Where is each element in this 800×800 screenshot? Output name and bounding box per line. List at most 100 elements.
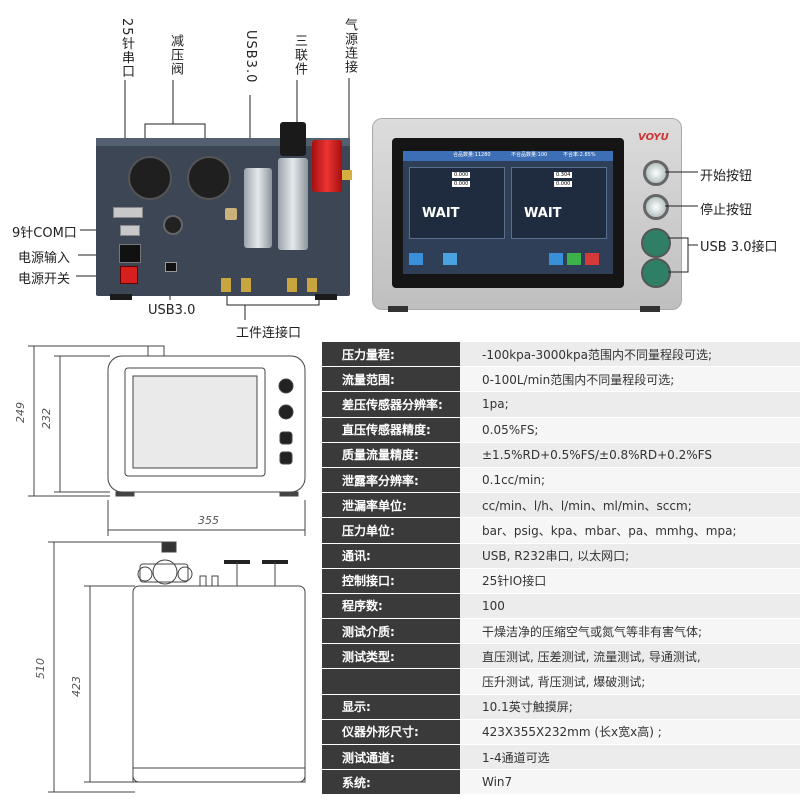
- spec-value: 10.1英寸触摸屏;: [460, 694, 800, 720]
- spec-value: 100: [460, 593, 800, 620]
- label-com9: 9针COM口: [12, 226, 77, 241]
- work-port-4: [307, 278, 317, 292]
- usb-cap-2[interactable]: [641, 258, 671, 288]
- foot-right: [315, 294, 337, 300]
- spec-row: 测试介质:干燥洁净的压缩空气或氮气等非有害气体;: [322, 618, 800, 645]
- spec-table: 压力量程:-100kpa-3000kpa范围内不同量程段可选;流量范围:0-10…: [322, 342, 800, 796]
- spec-key: 直压传感器精度:: [322, 417, 460, 443]
- label-stop-btn: 停止按钮: [700, 203, 753, 218]
- spec-value: USB, R232串口, 以太网口;: [460, 543, 800, 569]
- air-inlet-fitting: [342, 170, 352, 180]
- touch-screen: 合品数量:11280 不合品数量:100 不合率:2.85% 0.000 0.0…: [403, 151, 613, 274]
- spec-value: 压升测试, 背压测试, 爆破测试;: [460, 668, 800, 695]
- spec-key: 测试通道:: [322, 744, 460, 771]
- spec-row: 通讯:USB, R232串口, 以太网口;: [322, 543, 800, 569]
- label-work-ports: 工件连接口: [236, 326, 302, 341]
- start-button[interactable]: [643, 160, 669, 186]
- val3: 0.304: [554, 172, 573, 178]
- label-reducer: 减压阀: [168, 34, 183, 76]
- val2: 0.000: [452, 181, 471, 187]
- spec-row: 控制接口:25针IO接口: [322, 568, 800, 594]
- spec-row: 程序数:100: [322, 593, 800, 620]
- spec-value: -100kpa-3000kpa范围内不同量程段可选;: [460, 342, 800, 368]
- good-count: 合品数量:11280: [453, 152, 491, 158]
- spec-key: 压力量程:: [322, 342, 460, 368]
- spec-key: 质量流量精度:: [322, 442, 460, 468]
- work-port-2: [241, 278, 251, 292]
- val4: 0.000: [554, 181, 573, 187]
- spec-key: 测试介质:: [322, 618, 460, 645]
- label-power-in: 电源输入: [18, 251, 71, 266]
- usb-cap-1[interactable]: [641, 228, 671, 258]
- val1: 0.000: [452, 172, 471, 178]
- label-port25: 25针串口: [119, 18, 134, 79]
- filter-bowl-right: [278, 158, 308, 250]
- power-switch: [120, 266, 138, 284]
- spec-value: 0.05%FS;: [460, 417, 800, 443]
- label-usb-bottom: USB3.0: [148, 303, 196, 318]
- foot-left: [110, 294, 132, 300]
- dimension-drawings: [28, 345, 306, 793]
- reducer-knob-right: [187, 156, 231, 200]
- spec-value: 直压测试, 压差测试, 流量测试, 导通测试,: [460, 643, 800, 670]
- spec-value: cc/min、l/h、l/min、ml/min、sccm;: [460, 492, 800, 519]
- screen-menu-icon[interactable]: [443, 253, 457, 265]
- label-triple: 三联件: [292, 34, 307, 76]
- front-foot-right: [640, 306, 660, 312]
- spec-key: 泄露率分辨率:: [322, 467, 460, 494]
- rear-panel-top-edge: [96, 138, 350, 146]
- spec-key: 显示:: [322, 694, 460, 720]
- spec-key: 通讯:: [322, 543, 460, 569]
- spec-value: 1pa;: [460, 391, 800, 418]
- screen-start-icon[interactable]: [567, 253, 581, 265]
- spec-value: 0.1cc/min;: [460, 467, 800, 494]
- spec-value: 1-4通道可选: [460, 744, 800, 771]
- screen-settings-icon[interactable]: [549, 253, 563, 265]
- channel-panel-right: 0.304 0.000 WAIT: [511, 167, 607, 239]
- spec-key: 差压传感器分辨率:: [322, 391, 460, 418]
- spec-row: 泄漏率单位:cc/min、l/h、l/min、ml/min、sccm;: [322, 492, 800, 519]
- work-port-3: [287, 278, 297, 292]
- work-port-1: [221, 278, 231, 292]
- front-foot-left: [388, 306, 408, 312]
- spec-row: 压力单位:bar、psig、kpa、mbar、pa、mmhg、mpa;: [322, 517, 800, 544]
- spec-value: bar、psig、kpa、mbar、pa、mmhg、mpa;: [460, 517, 800, 544]
- spec-row: 泄露率分辨率:0.1cc/min;: [322, 467, 800, 494]
- label-power-switch: 电源开关: [18, 272, 71, 287]
- usb-bottom-port: [165, 262, 177, 272]
- reducer-knob-left: [128, 156, 172, 200]
- spec-row: 质量流量精度:±1.5%RD+0.5%FS/±0.8%RD+0.2%FS: [322, 442, 800, 468]
- stop-button[interactable]: [643, 194, 669, 220]
- brass-nut: [225, 208, 237, 220]
- label-air: 气源连接: [342, 18, 357, 74]
- spec-row: 直压传感器精度:0.05%FS;: [322, 417, 800, 443]
- wait-left: WAIT: [422, 206, 460, 221]
- spec-key: 控制接口:: [322, 568, 460, 594]
- screen-home-icon[interactable]: [409, 253, 423, 265]
- wait-right: WAIT: [524, 206, 562, 221]
- dim-side-inner: 423: [70, 676, 83, 697]
- triple-regulator-knob: [280, 122, 306, 156]
- spec-row: 流量范围:0-100L/min范围内不同量程段可选;: [322, 366, 800, 393]
- power-input-socket: [119, 244, 141, 263]
- spec-row: 系统:Win7: [322, 769, 800, 796]
- spec-row: 压力量程:-100kpa-3000kpa范围内不同量程段可选;: [322, 342, 800, 368]
- spec-row: 差压传感器分辨率:1pa;: [322, 391, 800, 418]
- spec-row: 压升测试, 背压测试, 爆破测试;: [322, 668, 800, 695]
- spec-value: 干燥洁净的压缩空气或氮气等非有害气体;: [460, 618, 800, 645]
- bad-rate: 不合率:2.85%: [563, 152, 596, 158]
- filter-bowl-left: [244, 168, 272, 248]
- spec-key: 泄漏率单位:: [322, 492, 460, 519]
- spec-value: Win7: [460, 769, 800, 796]
- spec-key: [322, 668, 460, 695]
- screen-stop-icon[interactable]: [585, 253, 599, 265]
- label-usb-right: USB 3.0接口: [700, 240, 778, 255]
- dim-height-outer: 249: [14, 402, 27, 423]
- dim-width: 355: [198, 514, 219, 527]
- channel-panel-left: 0.000 0.000 WAIT: [409, 167, 505, 239]
- label-start-btn: 开始按钮: [700, 169, 753, 184]
- spec-row: 仪器外形尺寸:423X355X232mm (长x宽x高) ;: [322, 719, 800, 746]
- spec-key: 系统:: [322, 769, 460, 796]
- spec-key: 压力单位:: [322, 517, 460, 544]
- hex-plug: [163, 215, 183, 235]
